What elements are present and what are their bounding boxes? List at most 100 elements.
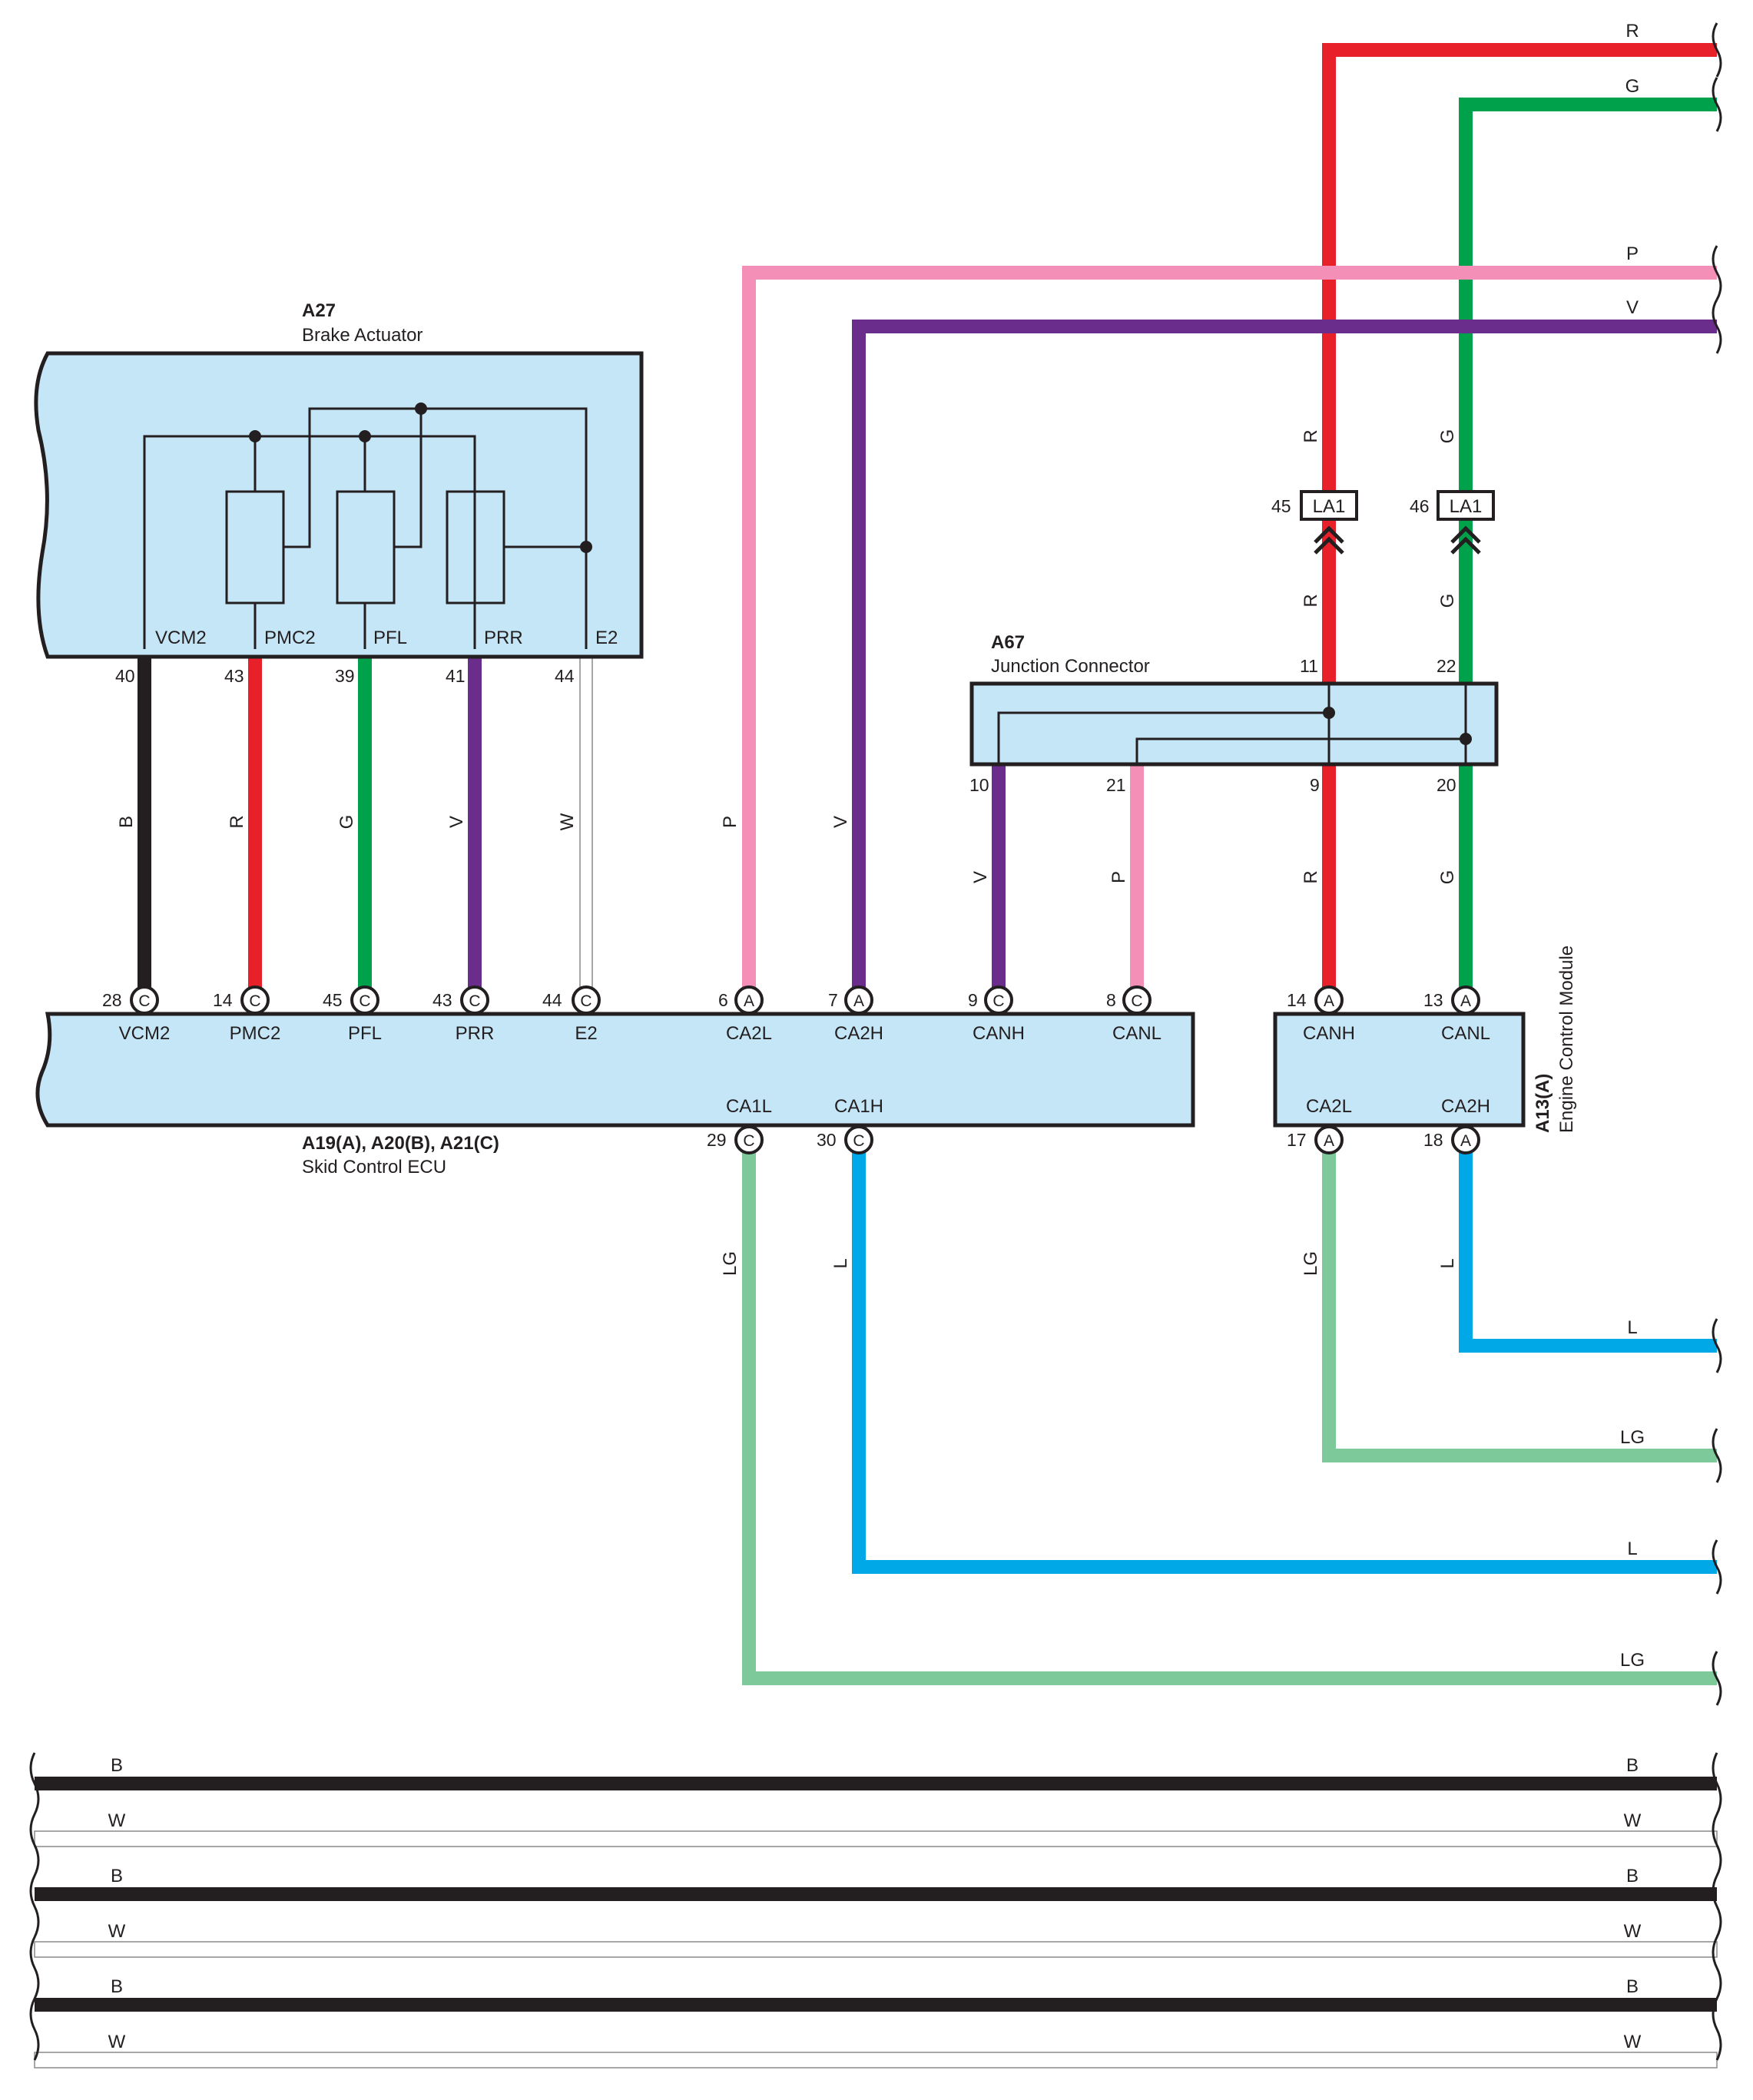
- bus-label-left-2: W: [108, 1810, 126, 1831]
- jc-pin-9: 9: [1310, 775, 1320, 795]
- svg-text:A: A: [1324, 992, 1334, 1010]
- wire-label-v-canh: V: [970, 871, 991, 883]
- ecu-pin-7: 7: [828, 990, 838, 1010]
- ecu-pin-43: 43: [432, 990, 452, 1010]
- wire-label-v-ca2h: V: [830, 816, 851, 828]
- wire-lg-ecm: [1322, 1137, 1717, 1462]
- bus-w-3: [34, 2052, 1718, 2069]
- ecu-pin-44: 44: [542, 990, 562, 1010]
- bus-label-right-5: B: [1626, 1976, 1639, 1997]
- jc-pin-20: 20: [1437, 775, 1456, 795]
- ecu-pin-14: 14: [213, 990, 233, 1010]
- jc-pin-21: 21: [1106, 775, 1126, 795]
- ba-pin-43: 43: [224, 666, 244, 686]
- ecu-term-ca1h: CA1H: [834, 1096, 883, 1117]
- edge-label-p: P: [1626, 243, 1639, 264]
- junction-connector: [969, 681, 1499, 767]
- ecu-term-vcm2: VCM2: [119, 1023, 171, 1044]
- wire-l-ca1h: [852, 1137, 1717, 1574]
- ecu-term-prr: PRR: [456, 1023, 495, 1044]
- ecm-terminal-18: A: [1451, 1125, 1480, 1154]
- ecu-pin-28: 28: [102, 990, 122, 1010]
- bus-label-left-5: B: [111, 1976, 123, 1997]
- ecu-terminal-44: C: [572, 985, 601, 1015]
- ecu-pin-6: 6: [718, 990, 728, 1010]
- svg-text:C: C: [743, 1132, 754, 1150]
- brake-actuator-ref: A27: [302, 300, 336, 321]
- ecu-terminal-9: C: [984, 985, 1013, 1015]
- bus-label-left-4: W: [108, 1921, 126, 1942]
- jc-pin-11: 11: [1300, 656, 1318, 676]
- ecu-terminal-6: A: [734, 985, 764, 1015]
- bus-label-right-3: B: [1626, 1866, 1639, 1886]
- ba-term-prr: PRR: [484, 628, 523, 648]
- bus-label-left-6: W: [108, 2032, 126, 2052]
- edge-label-lg-ecu: LG: [1620, 1650, 1645, 1671]
- break-marks-right: [1712, 22, 1722, 2061]
- wire-label-b-vcm2: B: [116, 816, 137, 828]
- wire-v-top: [852, 320, 1717, 1000]
- ecm-pin-13: 13: [1423, 990, 1443, 1010]
- ba-term-vcm2: VCM2: [155, 628, 207, 648]
- svg-text:C: C: [853, 1132, 864, 1150]
- la1-pin-45: 45: [1271, 496, 1291, 516]
- junction-connector-ref: A67: [991, 632, 1025, 653]
- ecu-terminal-28: C: [130, 985, 159, 1015]
- edge-label-r: R: [1625, 21, 1639, 41]
- wire-label-r-ecm: R: [1301, 870, 1321, 883]
- la1-connector-45: [1300, 490, 1358, 555]
- ecm-terminal-14: A: [1314, 985, 1344, 1015]
- wire-label-r-pmc2: R: [227, 815, 247, 828]
- wire-label-lg-ecm: LG: [1301, 1251, 1321, 1276]
- ecu-terminal-7: A: [844, 985, 873, 1015]
- wire-label-p-ca2l: P: [720, 816, 741, 828]
- ecu-terminal-8: C: [1122, 985, 1152, 1015]
- ecu-term-pmc2: PMC2: [230, 1023, 281, 1044]
- edge-label-l-ecm: L: [1627, 1317, 1637, 1338]
- svg-text:C: C: [359, 992, 370, 1010]
- ecm-name: Engine Control Module: [1556, 946, 1577, 1133]
- la1-label-46: LA1: [1450, 496, 1483, 517]
- ba-term-e2: E2: [595, 628, 618, 648]
- svg-text:C: C: [249, 992, 260, 1010]
- ecm-term-ca2h: CA2H: [1441, 1096, 1490, 1117]
- ecu-term-canh: CANH: [973, 1023, 1025, 1044]
- wire-g-top: [1459, 98, 1717, 682]
- ba-pin-39: 39: [335, 666, 355, 686]
- svg-text:A: A: [1460, 992, 1471, 1010]
- ecm-term-canh: CANH: [1303, 1023, 1355, 1044]
- skid-control-ecu: [35, 1012, 1195, 1128]
- svg-text:C: C: [1131, 992, 1142, 1010]
- ecm-terminal-13: A: [1451, 985, 1480, 1015]
- svg-text:C: C: [992, 992, 1004, 1010]
- ecu-ref: A19(A), A20(B), A21(C): [302, 1133, 499, 1154]
- wire-label-g-ecm: G: [1437, 870, 1458, 885]
- ecu-term-canl: CANL: [1112, 1023, 1161, 1044]
- bus-label-left-3: B: [111, 1866, 123, 1886]
- junction-connector-name: Junction Connector: [991, 656, 1150, 677]
- wire-label-v-prr: V: [446, 816, 467, 828]
- svg-text:C: C: [469, 992, 480, 1010]
- svg-text:C: C: [138, 992, 150, 1010]
- bus-label-right-2: W: [1624, 1810, 1642, 1831]
- la1-connector-46: [1437, 490, 1495, 555]
- ecu-pin-30: 30: [817, 1130, 837, 1150]
- bus-label-right-4: W: [1624, 1921, 1642, 1942]
- bus-label-right-6: W: [1624, 2032, 1642, 2052]
- wire-label-g-upper: G: [1437, 429, 1458, 444]
- la1-label-45: LA1: [1313, 496, 1346, 517]
- la1-pin-46: 46: [1410, 496, 1430, 516]
- ecu-name: Skid Control ECU: [302, 1157, 446, 1178]
- ecu-pin-9: 9: [968, 990, 978, 1010]
- brake-actuator-name: Brake Actuator: [302, 325, 423, 346]
- ecu-terminal-14: C: [240, 985, 270, 1015]
- break-marks-left: [29, 1752, 40, 2061]
- brake-actuator: [34, 351, 644, 659]
- ba-pin-40: 40: [115, 666, 135, 686]
- wire-label-p-canl: P: [1108, 871, 1129, 883]
- edge-label-l-ecu: L: [1627, 1539, 1637, 1559]
- ecu-term-ca1l: CA1L: [726, 1096, 772, 1117]
- ecu-pin-8: 8: [1106, 990, 1116, 1010]
- ecu-term-ca2h: CA2H: [834, 1023, 883, 1044]
- svg-text:A: A: [1460, 1132, 1471, 1150]
